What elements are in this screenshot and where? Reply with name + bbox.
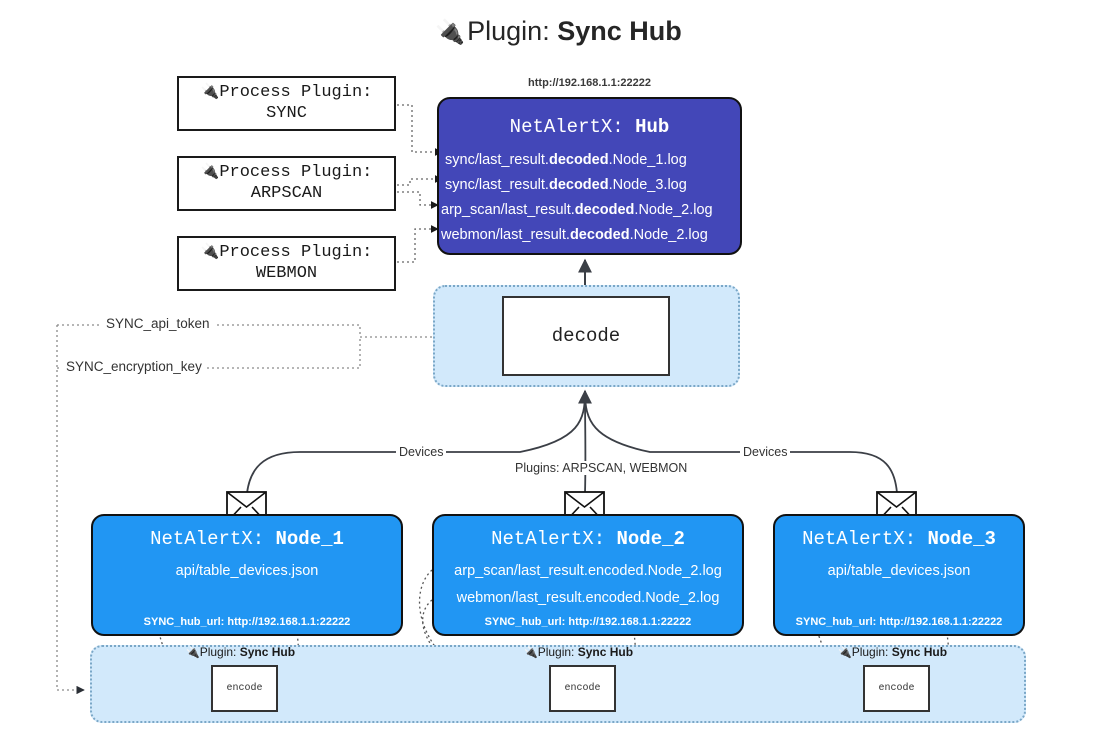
process-plugin-arpscan-line1: 🔌Process Plugin: — [200, 162, 373, 183]
page-title: 🔌Plugin: Sync Hub — [0, 16, 1117, 47]
process-plugin-arpscan-name: ARPSCAN — [250, 184, 323, 203]
hub-url-label: http://192.168.1.1:22222 — [528, 77, 651, 89]
node-hub-url: SYNC_hub_url: http://192.168.1.1:22222 — [484, 616, 692, 628]
hub-log-list: sync/last_result.decoded.Node_1.log sync… — [439, 148, 740, 248]
hub-node-box[interactable]: NetAlertX: Hub sync/last_result.decoded.… — [437, 97, 742, 255]
sync-api-token-label: SYNC_api_token — [102, 316, 214, 331]
hub-log-line: arp_scan/last_result.decoded.Node_2.log — [441, 202, 713, 218]
plug-icon: 🔌 — [200, 242, 220, 261]
encode-box-1[interactable]: encode — [211, 665, 278, 712]
edge-label-devices-right: Devices — [740, 445, 791, 459]
plug-icon: 🔌 — [200, 162, 220, 181]
plug-icon: 🔌 — [838, 647, 852, 659]
sync-encryption-key-label: SYNC_encryption_key — [62, 359, 206, 374]
plug-icon: 🔌 — [435, 19, 466, 46]
process-plugin-webmon-line1: 🔌Process Plugin: — [200, 242, 373, 263]
plug-icon: 🔌 — [200, 82, 220, 101]
node-title: NetAlertX: Node_2 — [491, 528, 685, 550]
process-plugin-sync-line1: 🔌Process Plugin: — [200, 82, 373, 103]
encode-plugin-label-3: 🔌Plugin: Sync Hub — [838, 645, 948, 659]
node-log-line: api/table_devices.json — [827, 563, 971, 579]
encode-box-2[interactable]: encode — [549, 665, 616, 712]
node-log-line: api/table_devices.json — [175, 563, 319, 579]
process-plugin-webmon-box[interactable]: 🔌Process Plugin: WEBMON — [177, 236, 396, 291]
node-box-node-3[interactable]: NetAlertX: Node_3 api/table_devices.json… — [773, 514, 1025, 636]
process-plugin-webmon-name: WEBMON — [255, 264, 318, 283]
node-log-list: api/table_devices.json — [93, 558, 401, 585]
node-log-list: api/table_devices.json — [775, 558, 1023, 585]
node-log-line: arp_scan/last_result.encoded.Node_2.log — [454, 563, 722, 579]
plug-icon: 🔌 — [524, 647, 538, 659]
hub-log-line: webmon/last_result.decoded.Node_2.log — [441, 227, 708, 243]
decode-box[interactable]: decode — [502, 296, 670, 376]
edge-label-devices-left: Devices — [396, 445, 447, 459]
encode-plugin-label-2: 🔌Plugin: Sync Hub — [524, 645, 634, 659]
page-title-name: Sync Hub — [557, 16, 682, 46]
hub-log-line: sync/last_result.decoded.Node_1.log — [445, 152, 687, 168]
edge-label-plugins-center: Plugins: ARPSCAN, WEBMON — [512, 461, 691, 475]
node-hub-url: SYNC_hub_url: http://192.168.1.1:22222 — [795, 616, 1003, 628]
encode-plugin-label-1: 🔌Plugin: Sync Hub — [186, 645, 296, 659]
node-hub-url: SYNC_hub_url: http://192.168.1.1:22222 — [143, 616, 351, 628]
node-title: NetAlertX: Node_1 — [150, 528, 344, 550]
node-log-line: webmon/last_result.encoded.Node_2.log — [456, 590, 720, 606]
node-log-list: arp_scan/last_result.encoded.Node_2.log … — [434, 558, 742, 612]
plug-icon: 🔌 — [186, 647, 200, 659]
node-box-node-1[interactable]: NetAlertX: Node_1 api/table_devices.json… — [91, 514, 403, 636]
node-title: NetAlertX: Node_3 — [802, 528, 996, 550]
process-plugin-arpscan-box[interactable]: 🔌Process Plugin: ARPSCAN — [177, 156, 396, 211]
node-box-node-2[interactable]: NetAlertX: Node_2 arp_scan/last_result.e… — [432, 514, 744, 636]
process-plugin-sync-name: SYNC — [266, 104, 307, 123]
encode-box-3[interactable]: encode — [863, 665, 930, 712]
hub-log-line: sync/last_result.decoded.Node_3.log — [445, 177, 687, 193]
page-title-prefix: Plugin: — [467, 16, 558, 46]
hub-title: NetAlertX: Hub — [509, 116, 670, 138]
process-plugin-sync-box[interactable]: 🔌Process Plugin: SYNC — [177, 76, 396, 131]
